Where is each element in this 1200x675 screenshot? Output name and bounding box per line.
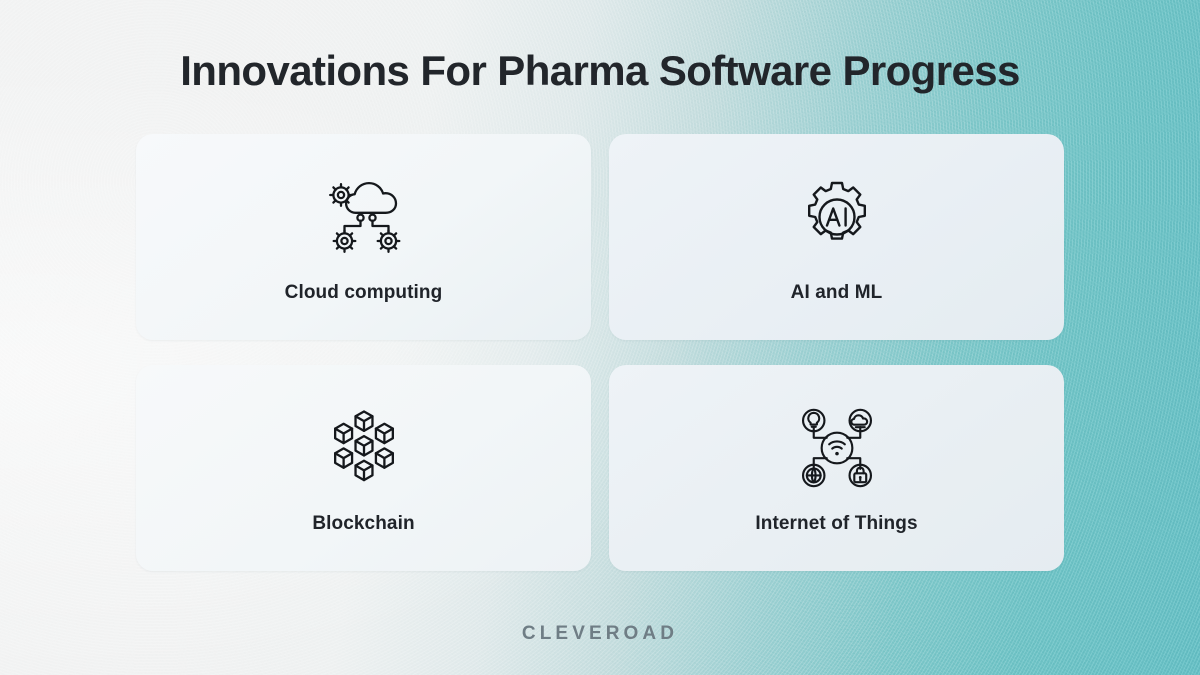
blockchain-cubes-icon: [324, 407, 404, 489]
gear-ai-icon: [799, 176, 875, 258]
footer: CLEVEROAD: [0, 623, 1200, 645]
card-ai-and-ml[interactable]: AI and ML: [609, 134, 1064, 340]
card-label: Cloud computing: [284, 282, 443, 303]
card-label: AI and ML: [790, 282, 883, 303]
card-blockchain[interactable]: Blockchain: [136, 365, 591, 571]
card-label: Blockchain: [312, 513, 415, 534]
iot-network-icon: [796, 407, 878, 489]
cloud-computing-gears-icon: [322, 176, 406, 258]
innovation-card-grid: Cloud computing AI and ML: [136, 134, 1064, 571]
cleveroad-wordmark: CLEVEROAD: [521, 623, 679, 644]
card-label: Internet of Things: [755, 513, 918, 534]
page-title: Innovations For Pharma Software Progress: [180, 47, 1020, 94]
card-cloud-computing[interactable]: Cloud computing: [136, 134, 591, 340]
card-internet-of-things[interactable]: Internet of Things: [609, 365, 1064, 571]
